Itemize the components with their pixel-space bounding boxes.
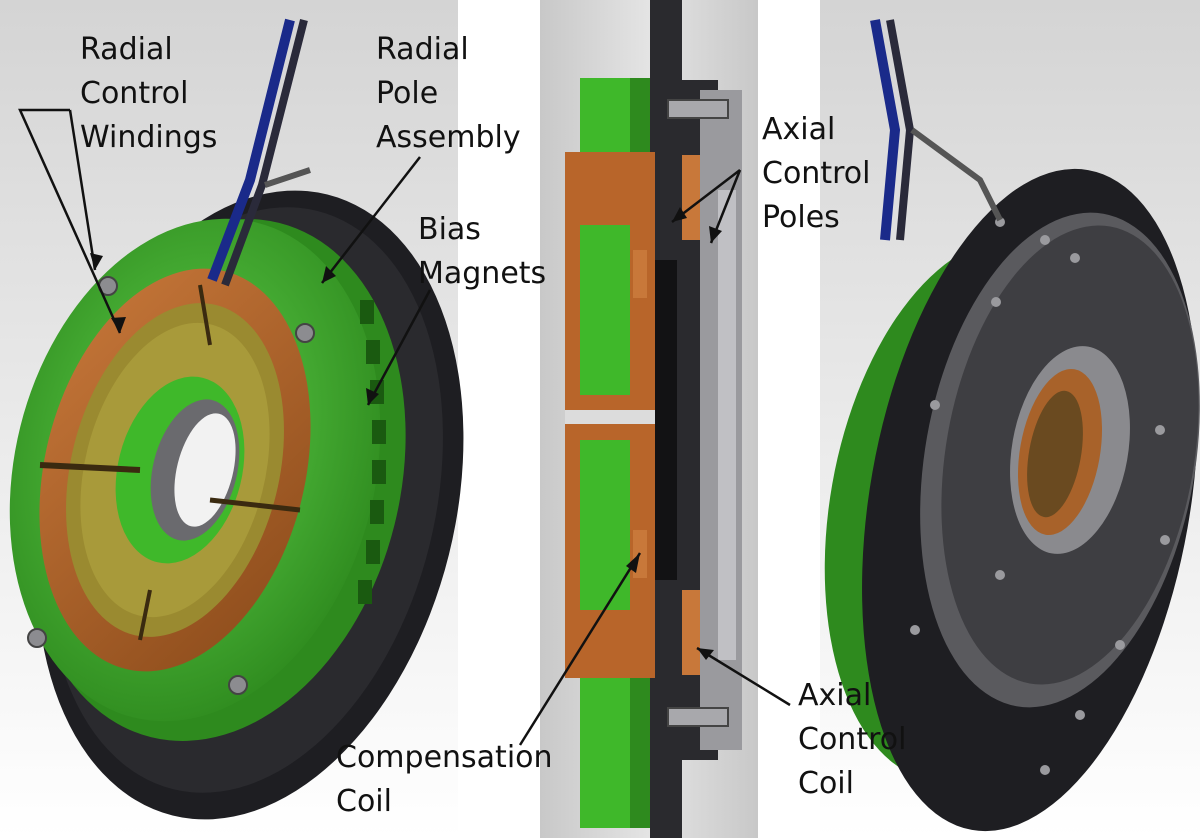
middle-axial-coil-top — [682, 155, 700, 240]
label-axial-control-coil: Axial Control Coil — [798, 678, 907, 801]
left-bearing-view — [9, 18, 464, 820]
label-radial-control-windings: Radial Control Windings — [80, 32, 218, 155]
middle-section-view — [565, 0, 742, 838]
label-compensation-coil: Compensation Coil — [336, 740, 553, 819]
middle-axial-coil-bottom — [682, 590, 700, 675]
middle-compensation-coil-top — [633, 250, 647, 298]
label-radial-pole-assembly: Radial Pole Assembly — [376, 32, 521, 155]
right-bearing-view — [824, 19, 1200, 832]
arrowheads — [90, 207, 722, 660]
label-axial-control-poles: Axial Control Poles — [762, 112, 871, 235]
label-bias-magnets: Bias Magnets — [418, 212, 547, 291]
